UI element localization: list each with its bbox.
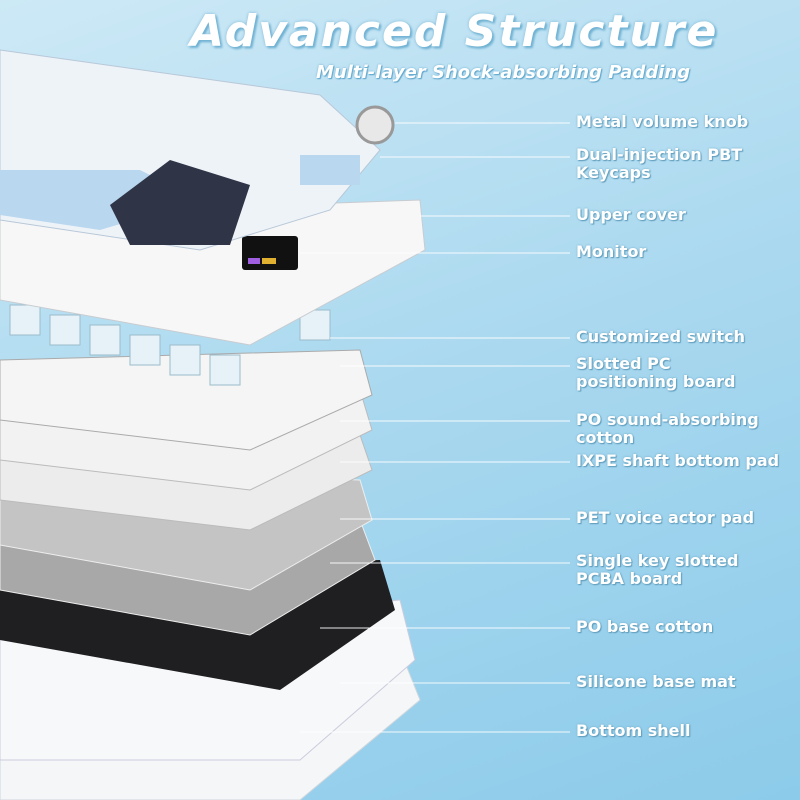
label-customized-switch: Customized switch [576, 327, 745, 346]
monitor [242, 236, 298, 270]
label-silicone-base-mat: Silicone base mat [576, 672, 736, 691]
leader-lines [300, 122, 570, 733]
pc-plate [0, 349, 373, 451]
volume-knob [355, 105, 395, 145]
blue-keycap-row [300, 155, 360, 185]
label-monitor: Monitor [576, 242, 647, 261]
page-title: Advanced Structure [190, 6, 719, 57]
label-pet-pad: PET voice actor pad [576, 508, 755, 527]
page-subtitle: Multi-layer Shock-absorbing Padding [316, 62, 691, 83]
label-po-base-cotton: PO base cotton [576, 617, 714, 636]
dark-keycaps [110, 160, 250, 245]
switches [9, 304, 331, 386]
label-ixpe-pad: IXPE shaft bottom pad [576, 451, 780, 470]
label-metal-volume-knob: Metal volume knob [576, 112, 749, 131]
label-bottom-shell: Bottom shell [576, 721, 691, 740]
label-upper-cover: Upper cover [576, 205, 686, 224]
